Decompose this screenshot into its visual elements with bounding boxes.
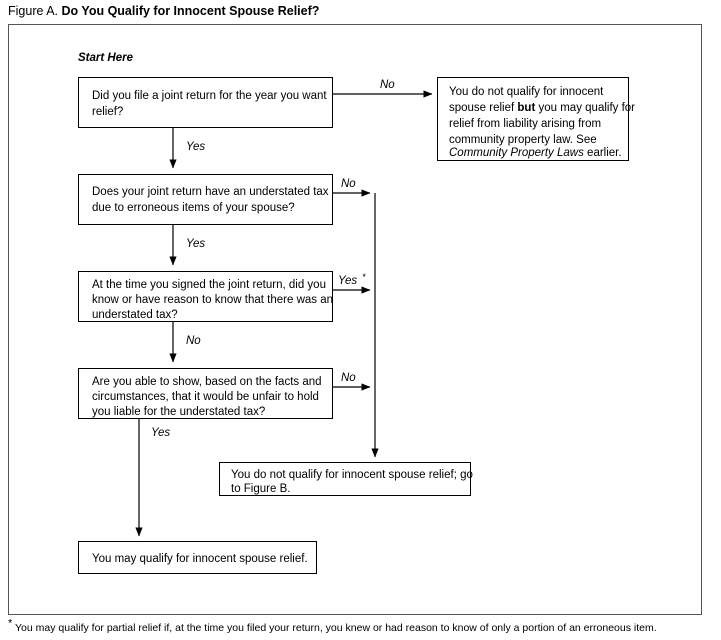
edge-label-q3-no: No	[186, 335, 201, 347]
edge-label-q1-yes: Yes	[186, 141, 205, 153]
node-q4-line-3: you liable for the understated tax?	[92, 406, 265, 418]
node-q3-line-3: understated tax?	[92, 309, 178, 321]
node-q4-line-1: Are you able to show, based on the facts…	[92, 376, 322, 388]
cp-line5-post: earlier.	[584, 147, 622, 159]
node-q1-line-2: relief?	[92, 106, 123, 118]
node-community-property-box	[437, 77, 629, 161]
edge-label-q1-no: No	[380, 79, 395, 91]
node-figure-b-box	[219, 462, 471, 496]
cp-line2-pre: spouse relief	[449, 102, 517, 114]
footnote: * You may qualify for partial relief if,…	[8, 618, 708, 635]
node-q3-box	[78, 271, 333, 322]
edge-label-q2-no: No	[341, 178, 356, 190]
edge-label-q3-yes: Yes	[338, 275, 357, 287]
node-qualify-line-1: You may qualify for innocent spouse reli…	[92, 553, 308, 565]
footnote-text: You may qualify for partial relief if, a…	[12, 622, 657, 634]
node-q4-line-2: circumstances, that it would be unfair t…	[92, 391, 319, 403]
edge-label-q2-yes: Yes	[186, 238, 205, 250]
node-figure-b-line-2: to Figure B.	[231, 483, 290, 495]
node-figure-b-line-1: You do not qualify for innocent spouse r…	[231, 469, 473, 481]
node-q2-line-2: due to erroneous items of your spouse?	[92, 202, 295, 214]
node-community-property-line-4: community property law. See	[449, 134, 597, 146]
edge-label-q3-yes-star: *	[362, 272, 366, 282]
edge-label-q4-no: No	[341, 372, 356, 384]
node-qualify-box	[78, 541, 317, 574]
figure-title-label: Figure A.	[8, 4, 59, 18]
figure-title-heading: Do You Qualify for Innocent Spouse Relie…	[61, 4, 320, 18]
node-q1-box	[78, 77, 333, 128]
node-q1-line-1: Did you file a joint return for the year…	[92, 90, 327, 102]
node-community-property-line-3: relief from liability arising from	[449, 118, 601, 130]
node-q2-line-1: Does your joint return have an understat…	[92, 186, 329, 198]
node-q2-box	[78, 174, 333, 225]
node-community-property-line-2: spouse relief but you may qualify for	[449, 102, 635, 114]
node-q3-line-2: know or have reason to know that there w…	[92, 294, 333, 306]
edge-label-q4-yes: Yes	[151, 427, 170, 439]
cp-line5-italic: Community Property Laws	[449, 147, 584, 159]
cp-line2-post: you may qualify for	[535, 102, 635, 114]
cp-line2-bold: but	[517, 102, 535, 114]
footnote-marker: *	[8, 617, 13, 630]
node-community-property-line-1: You do not qualify for innocent	[449, 86, 604, 98]
node-community-property-line-5: Community Property Laws earlier.	[449, 147, 622, 159]
node-q3-line-1: At the time you signed the joint return,…	[92, 279, 326, 291]
figure-title: Figure A. Do You Qualify for Innocent Sp…	[8, 3, 319, 19]
start-here-label: Start Here	[78, 52, 134, 64]
node-q4-box	[78, 368, 333, 419]
